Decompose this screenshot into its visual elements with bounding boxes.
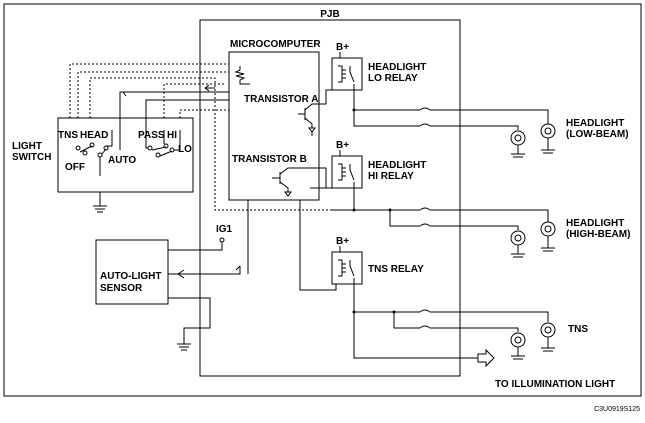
switch-ground-icon <box>93 192 107 213</box>
sensor-label-2: SENSOR <box>100 283 143 294</box>
hi-relay-bplus: B+ <box>336 140 349 151</box>
tns-relay-label: TNS RELAY <box>368 264 424 275</box>
tns-lamp-label: TNS <box>568 324 588 335</box>
high-beam-circuit <box>330 188 549 230</box>
transistor-a-label: TRANSISTOR A <box>244 94 318 105</box>
low-beam-lamp-left-icon <box>510 130 526 158</box>
pjb-box <box>199 19 461 377</box>
pullup-resistor <box>234 66 250 85</box>
tns-circuit <box>352 284 549 359</box>
hi-relay-label-1: HEADLIGHT <box>368 160 426 171</box>
illumination-arrow-icon <box>477 348 495 368</box>
hi-relay-label-2: HI RELAY <box>368 171 414 182</box>
switch-off-label: OFF <box>65 162 85 173</box>
light-switch-label-2: SWITCH <box>12 152 51 163</box>
switch-tns-label: TNS <box>58 130 78 141</box>
diagram-code: C3U0919S125 <box>594 406 640 413</box>
tns-relay <box>331 251 363 285</box>
relay-control-lines <box>298 89 337 291</box>
switch-pass-label: PASS <box>138 130 165 141</box>
ig1-label: IG1 <box>216 224 233 235</box>
diagram-frame <box>3 3 642 397</box>
microcomputer-box <box>228 51 320 201</box>
lo-relay-label-1: HEADLIGHT <box>368 62 426 73</box>
switch-contacts <box>75 130 181 176</box>
switch-hi-label: HI <box>167 130 177 141</box>
transistor-b-symbol <box>272 167 298 197</box>
high-beam-lamp-right-icon <box>540 221 556 252</box>
pjb-label: PJB <box>320 9 339 20</box>
high-beam-label-2: (HIGH-BEAM) <box>566 229 630 240</box>
sensor-label-1: AUTO-LIGHT <box>100 271 161 282</box>
transistor-a-symbol <box>298 103 320 133</box>
tns-lamp-right-icon <box>540 322 556 352</box>
low-beam-circuit <box>352 90 549 130</box>
switch-lo-label: LO <box>178 144 192 155</box>
high-beam-lamp-left-icon <box>510 230 526 258</box>
illumination-label: TO ILLUMINATION LIGHT <box>495 379 615 390</box>
light-switch-box <box>57 117 194 193</box>
high-beam-label-1: HEADLIGHT <box>566 218 624 229</box>
switch-auto-label: AUTO <box>108 155 136 166</box>
lo-relay-label-2: LO RELAY <box>368 73 418 84</box>
tns-relay-bplus: B+ <box>336 236 349 247</box>
hi-relay <box>331 155 363 189</box>
lo-relay-bplus: B+ <box>336 42 349 53</box>
transistor-b-label: TRANSISTOR B <box>232 154 307 165</box>
microcomputer-label: MICROCOMPUTER <box>230 39 321 50</box>
light-switch-label-1: LIGHT <box>12 141 42 152</box>
lo-relay <box>331 57 363 91</box>
tns-lamp-left-icon <box>510 332 526 360</box>
auto-light-sensor-box <box>95 239 169 305</box>
low-beam-label-1: HEADLIGHT <box>566 118 624 129</box>
sensor-lines <box>168 200 249 351</box>
switch-head-label: HEAD <box>80 130 108 141</box>
ig1-line <box>168 237 225 251</box>
low-beam-label-2: (LOW-BEAM) <box>566 129 629 140</box>
low-beam-lamp-right-icon <box>540 123 556 154</box>
